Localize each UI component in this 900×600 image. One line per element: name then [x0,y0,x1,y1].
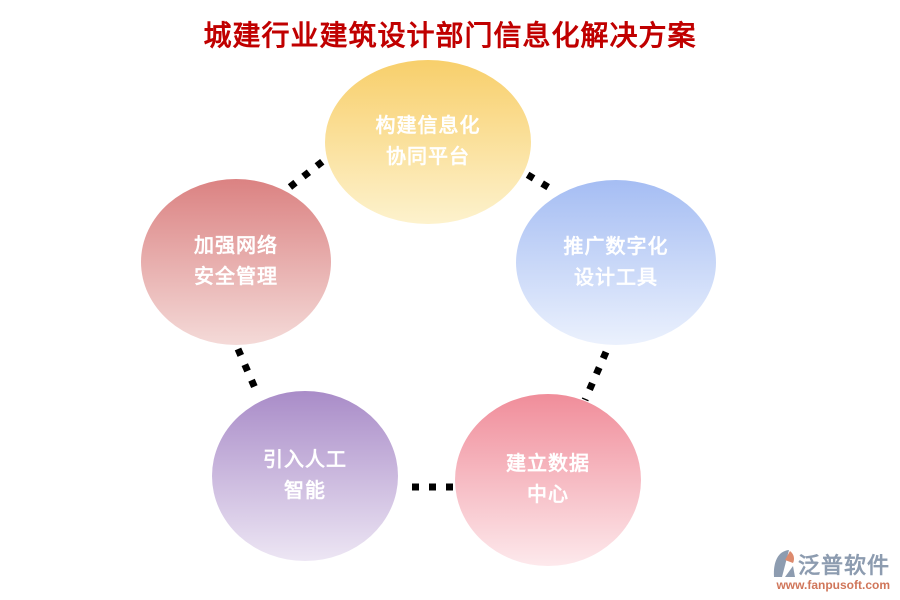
fanpu-logo-icon [772,548,796,580]
node-label-line: 设计工具 [574,266,658,289]
node-label-line: 推广数字化 [563,235,669,258]
node-label-line: 引入人工 [263,449,347,471]
brand-name: 泛普软件 [797,553,890,578]
brand-footer: 泛普软件 www.fanpusoft.com [772,548,890,592]
connector-security-to-platform [287,155,330,190]
node-label-line: 协同平台 [386,146,470,168]
node-label-line: 智能 [284,480,326,502]
node-build-data-center: 建立数据 中心 [455,394,641,566]
node-strengthen-network-security: 加强网络 安全管理 [141,179,331,345]
page-title: 城建行业建筑设计部门信息化解决方案 [203,20,697,51]
node-label-line: 安全管理 [194,266,278,288]
node-build-info-platform: 构建信息化 协同平台 [325,60,531,224]
node-label-line: 构建信息化 [375,115,481,137]
node-label-line: 中心 [527,484,569,506]
node-promote-digital-design-tools: 推广数字化 设计工具 [516,180,716,345]
node-label-line: 加强网络 [194,235,278,257]
node-label-line: 建立数据 [506,453,590,475]
brand-url: www.fanpusoft.com [776,578,890,592]
node-introduce-ai: 引入人工 智能 [212,391,398,561]
connector-ai-to-security [234,347,262,397]
connector-tools-to-datacenter [581,350,610,402]
